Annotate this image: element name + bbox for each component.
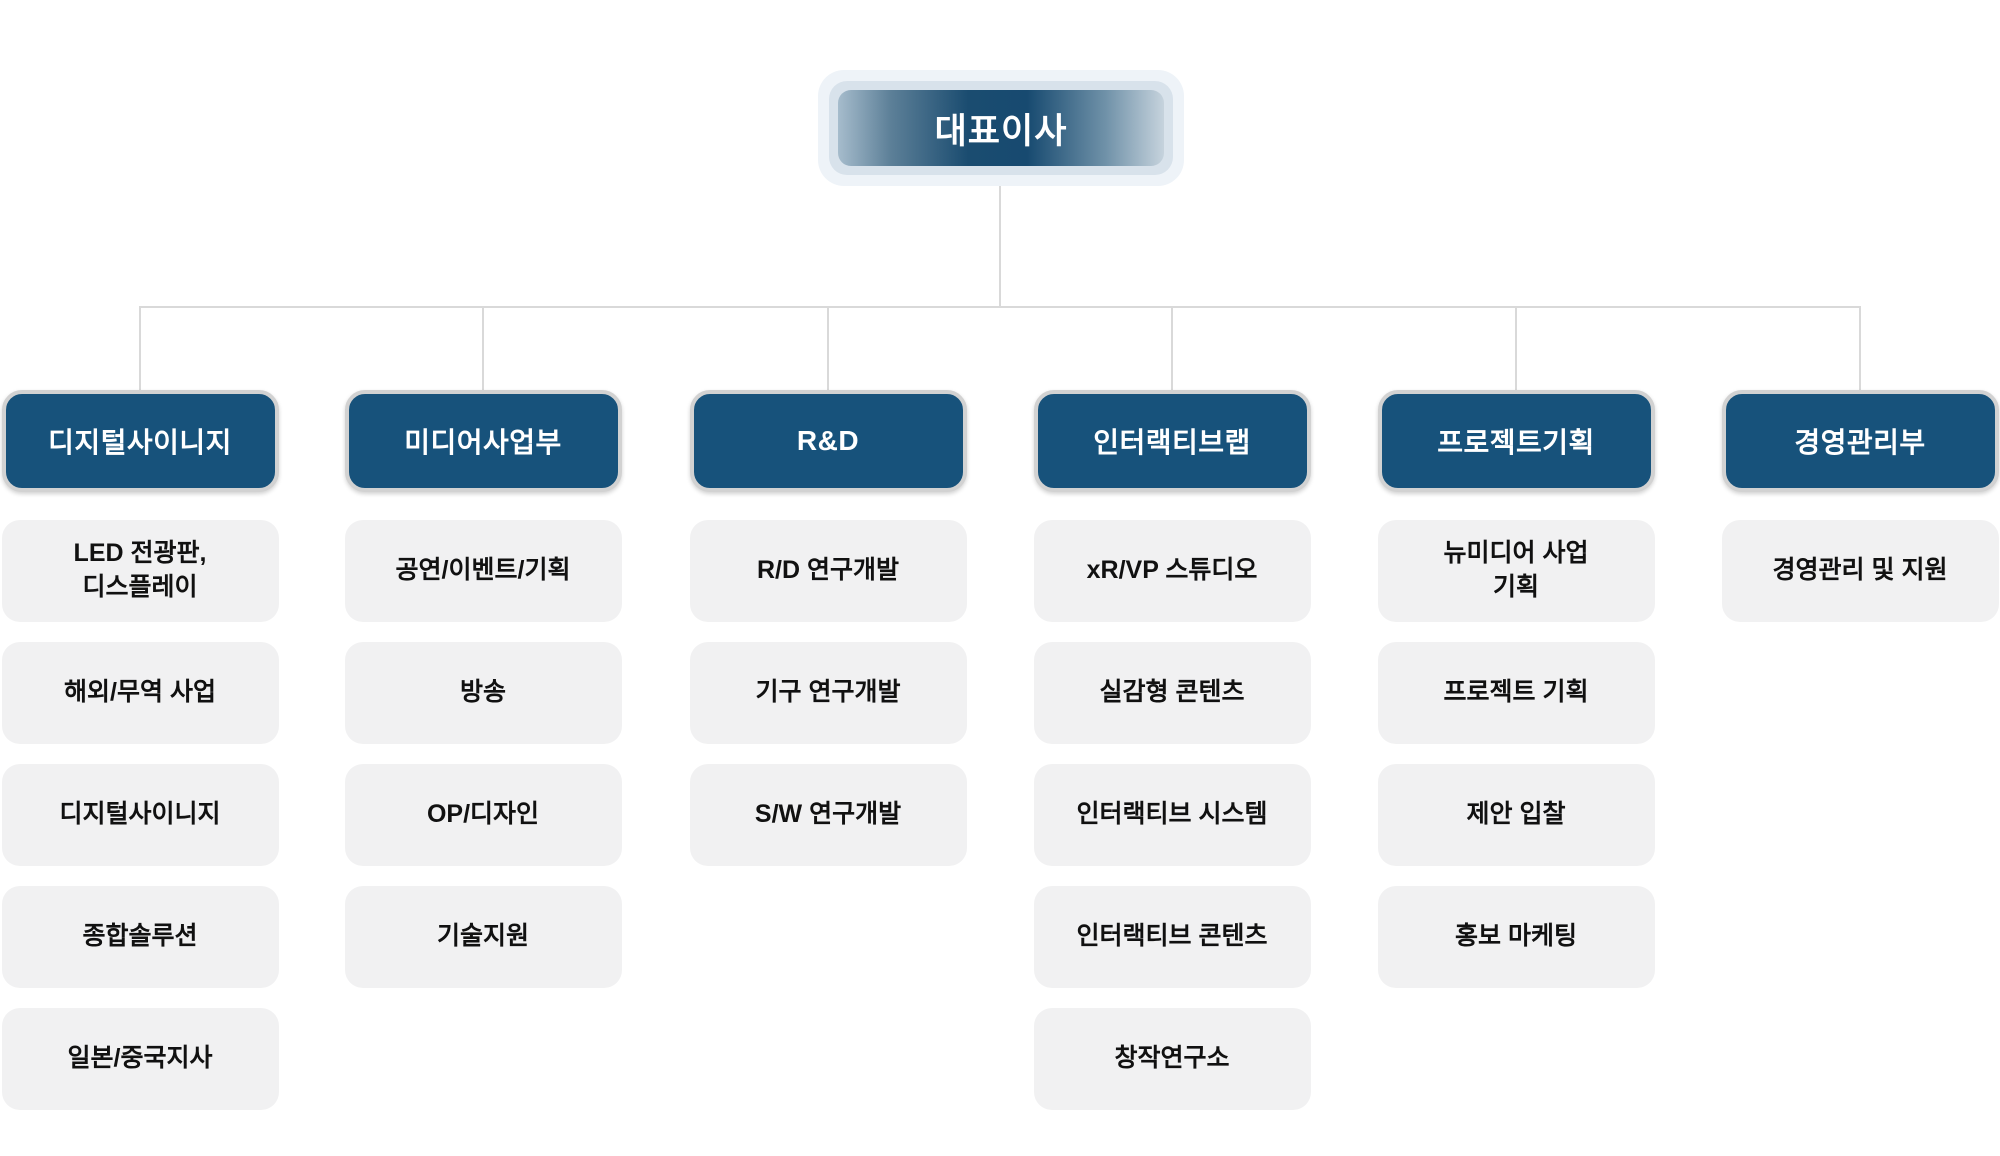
department-header-label: 경영관리부 [1794, 427, 1926, 458]
department-header-label: 인터랙티브랩 [1093, 427, 1251, 458]
department-item: 프로젝트 기획 [1377, 642, 1655, 744]
department-item: 창작연구소 [1033, 1008, 1311, 1110]
ceo-node-frame: 대표이사 [829, 81, 1173, 175]
department-item-label: R/D 연구개발 [756, 556, 899, 585]
connector-drop [827, 306, 829, 390]
department-item-label: xR/VP 스튜디오 [1086, 556, 1258, 585]
department-item: 인터랙티브 콘텐츠 [1033, 886, 1311, 988]
department-item: 제안 입찰 [1377, 764, 1655, 866]
department-header: R&D [689, 390, 967, 492]
department-item-label: 창작연구소 [1114, 1044, 1230, 1073]
department-item-label: 일본/중국지사 [67, 1044, 213, 1073]
department-header-label: 미디어사업부 [404, 427, 562, 458]
department-item: 홍보 마케팅 [1377, 886, 1655, 988]
connector-drop [139, 306, 141, 390]
department-item: 디지털사이니지 [1, 764, 279, 866]
department-item-label: 종합솔루션 [82, 922, 198, 951]
department-item-label: 인터랙티브 시스템 [1076, 800, 1268, 829]
department-item: 종합솔루션 [1, 886, 279, 988]
ceo-node-fill: 대표이사 [838, 90, 1164, 166]
department-item: 기술지원 [344, 886, 622, 988]
department-item: OP/디자인 [344, 764, 622, 866]
department-header: 디지털사이니지 [1, 390, 279, 492]
department-item-label: 실감형 콘텐츠 [1099, 678, 1245, 707]
department-item-label: OP/디자인 [426, 800, 540, 829]
department-item-label: 제안 입찰 [1466, 800, 1566, 829]
department-item-label: 해외/무역 사업 [64, 678, 216, 707]
department-item: 일본/중국지사 [1, 1008, 279, 1110]
department-item-label: 방송 [459, 678, 506, 707]
department-item: 해외/무역 사업 [1, 642, 279, 744]
department-header: 인터랙티브랩 [1033, 390, 1311, 492]
department-item-label: 경영관리 및 지원 [1772, 556, 1948, 585]
department-item-label: 프로젝트 기획 [1443, 678, 1589, 707]
department-item: xR/VP 스튜디오 [1033, 520, 1311, 622]
department-header-label: R&D [796, 425, 860, 456]
connector-ceo-stub [999, 186, 1001, 306]
department-item: 경영관리 및 지원 [1721, 520, 1999, 622]
department-item-label: S/W 연구개발 [754, 800, 902, 829]
department-item: 방송 [344, 642, 622, 744]
department-item: 기구 연구개발 [689, 642, 967, 744]
department-header-label: 디지털사이니지 [48, 427, 232, 458]
department-header-label: 프로젝트기획 [1437, 427, 1595, 458]
department-item: LED 전광판, 디스플레이 [1, 520, 279, 622]
connector-drop [1859, 306, 1861, 390]
department-item-label: 기술지원 [436, 922, 529, 951]
department-header: 경영관리부 [1721, 390, 1999, 492]
department-item-label: 기구 연구개발 [755, 678, 901, 707]
department-item: S/W 연구개발 [689, 764, 967, 866]
department-item-label: 인터랙티브 콘텐츠 [1076, 922, 1268, 951]
department-item: 인터랙티브 시스템 [1033, 764, 1311, 866]
ceo-node: 대표이사 [818, 70, 1184, 186]
department-item: R/D 연구개발 [689, 520, 967, 622]
ceo-label: 대표이사 [934, 111, 1068, 151]
connector-horizontal-rail [139, 306, 1861, 308]
department-header: 프로젝트기획 [1377, 390, 1655, 492]
department-item-label: 홍보 마케팅 [1455, 922, 1577, 951]
department-item-label: 공연/이벤트/기획 [395, 556, 571, 585]
department-item-label: 뉴미디어 사업 기획 [1443, 539, 1589, 601]
connector-drop [482, 306, 484, 390]
department-item: 실감형 콘텐츠 [1033, 642, 1311, 744]
connector-drop [1171, 306, 1173, 390]
department-item-label: LED 전광판, 디스플레이 [73, 539, 207, 601]
department-item-label: 디지털사이니지 [59, 800, 221, 829]
department-item: 공연/이벤트/기획 [344, 520, 622, 622]
department-item: 뉴미디어 사업 기획 [1377, 520, 1655, 622]
department-header: 미디어사업부 [344, 390, 622, 492]
connector-drop [1515, 306, 1517, 390]
